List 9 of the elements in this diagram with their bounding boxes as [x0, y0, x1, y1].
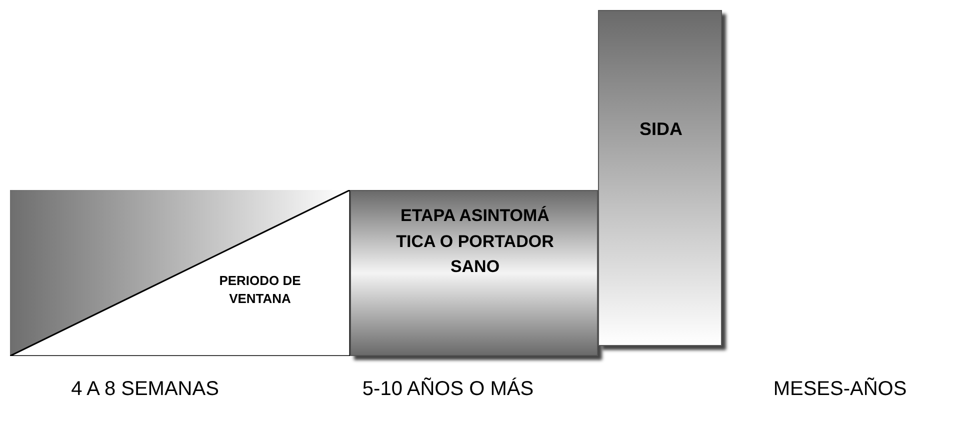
- duration-label: MESES-AÑOS: [773, 378, 907, 401]
- stage-label: SIDA: [638, 119, 684, 140]
- duration-label: 5-10 AÑOS O MÁS: [362, 378, 534, 401]
- stage-box: [598, 10, 722, 346]
- stage-label: ETAPA ASINTOMÁ TICA O PORTADOR SANO: [395, 205, 555, 278]
- stage-label: PERIODO DE VENTANA: [218, 272, 302, 308]
- window-period-triangle: [10, 190, 350, 356]
- duration-label: 4 A 8 SEMANAS: [71, 378, 219, 401]
- stage-box: [350, 190, 598, 356]
